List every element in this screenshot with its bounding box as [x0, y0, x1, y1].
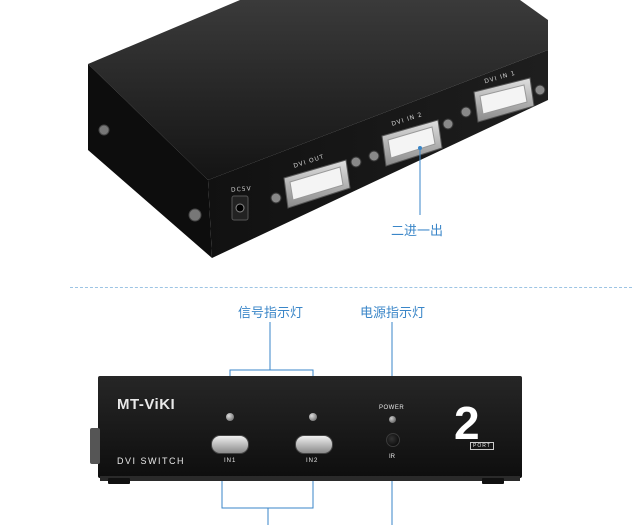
input1-label: IN1: [224, 458, 237, 464]
brand-logo: MT-ViKI: [117, 396, 176, 413]
input2-label: IN2: [306, 458, 319, 464]
input2-button[interactable]: [295, 435, 333, 454]
port-count-word: PORT: [470, 442, 494, 450]
dvi-in1-connector: [460, 77, 546, 123]
power-indicator-annotation: 电源指示灯: [360, 306, 426, 321]
front-panel-device: [98, 376, 522, 478]
ir-label: IR: [389, 454, 395, 460]
signal-indicator-annotation: 信号指示灯: [238, 306, 304, 321]
power-label: POWER: [379, 405, 405, 411]
screw-icon: [98, 124, 110, 136]
top-device-lid: [88, 0, 548, 180]
front-panel-foot-left: [108, 478, 130, 484]
front-panel-foot: [100, 476, 520, 481]
input1-button[interactable]: [211, 435, 249, 454]
model-label: DVI SWITCH: [117, 456, 185, 466]
dvi-out-connector: [270, 156, 362, 209]
front-panel-bezel: [90, 428, 100, 464]
ir-receiver: [386, 433, 400, 447]
dvi-in2-connector: [368, 118, 454, 167]
front-panel-foot-right: [482, 478, 504, 484]
top-device-illustration: [88, 0, 548, 258]
two-in-one-out-annotation: 二进一出: [391, 224, 444, 239]
top-device-side: [88, 64, 212, 258]
power-led: [389, 416, 396, 423]
port-count-number: 2: [454, 397, 480, 449]
signal-led-1: [226, 413, 234, 421]
signal-led-2: [309, 413, 317, 421]
screw-icon: [188, 208, 202, 222]
section-divider: [70, 287, 632, 288]
